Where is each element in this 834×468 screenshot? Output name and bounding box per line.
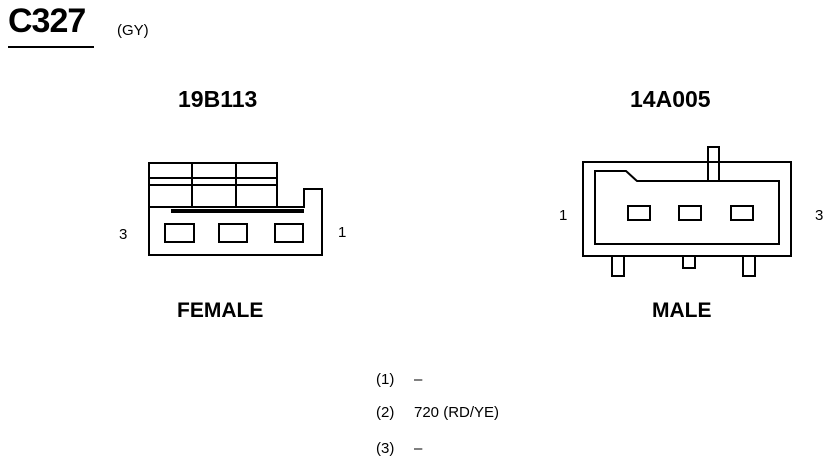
circuit-pin: (3) bbox=[376, 440, 395, 457]
circuit-row: (3) – bbox=[376, 440, 422, 457]
female-connector-body bbox=[148, 162, 323, 256]
circuit-row: (2) 720 (RD/YE) bbox=[376, 404, 499, 421]
female-part-number: 19B113 bbox=[178, 86, 258, 112]
female-terminal-2 bbox=[218, 223, 248, 243]
female-label: FEMALE bbox=[177, 299, 264, 322]
circuit-value: – bbox=[414, 440, 423, 457]
circuit-pin: (2) bbox=[376, 404, 395, 421]
circuit-value: – bbox=[414, 371, 423, 388]
circuit-pin: (1) bbox=[376, 371, 395, 388]
circuit-row: (1) – bbox=[376, 371, 422, 388]
male-terminal-1 bbox=[627, 205, 651, 221]
female-left-pin-number: 3 bbox=[119, 226, 128, 243]
female-terminal-1 bbox=[274, 223, 304, 243]
male-part-number: 14A005 bbox=[630, 86, 711, 112]
male-terminal-3 bbox=[730, 205, 754, 221]
male-connector-body bbox=[582, 146, 792, 277]
female-terminal-3 bbox=[164, 223, 195, 243]
connector-color-code: (GY) bbox=[117, 22, 149, 39]
female-right-pin-number: 1 bbox=[338, 224, 347, 241]
circuit-value: 720 (RD/YE) bbox=[414, 404, 500, 421]
connector-id: C327 bbox=[8, 2, 86, 40]
male-label: MALE bbox=[652, 299, 712, 322]
male-terminal-2 bbox=[678, 205, 702, 221]
male-left-pin-number: 1 bbox=[559, 207, 568, 224]
title-underline bbox=[8, 46, 94, 48]
male-right-pin-number: 3 bbox=[815, 207, 824, 224]
